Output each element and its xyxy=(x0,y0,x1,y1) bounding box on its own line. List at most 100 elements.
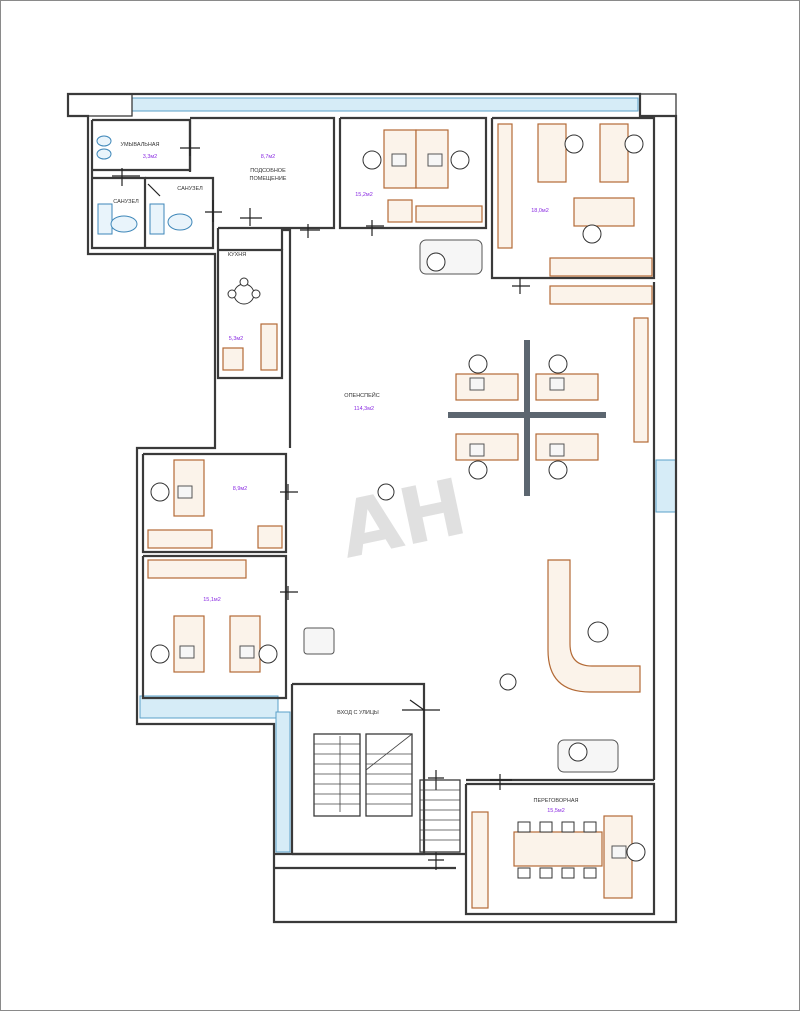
wall-shelf xyxy=(471,811,489,909)
meeting-room-furniture xyxy=(471,811,646,909)
counter xyxy=(260,323,278,371)
monitor-icon xyxy=(549,377,565,391)
room-label-kitchen: КУХНЯ xyxy=(228,252,246,258)
stair-flight xyxy=(365,733,413,817)
office-chair-icon xyxy=(624,134,644,154)
reception-desk xyxy=(547,559,641,693)
desk xyxy=(573,197,635,227)
desk xyxy=(455,433,519,461)
office-chair-icon xyxy=(548,460,568,480)
office-chair-icon xyxy=(564,134,584,154)
wall-shelf xyxy=(497,123,513,249)
room-area-office-left-1: 8,9м2 xyxy=(233,486,248,492)
chair-icon xyxy=(561,821,575,833)
sofa xyxy=(557,739,619,773)
kitchen-furniture xyxy=(222,277,278,371)
armchair xyxy=(303,627,335,655)
chair-icon xyxy=(517,821,531,833)
office-chair-icon xyxy=(468,460,488,480)
office-chair-icon xyxy=(468,354,488,374)
door-markers xyxy=(112,140,530,870)
room-label-utility-line2: ПОМЕЩЕНИЕ xyxy=(250,176,287,182)
window-right xyxy=(655,459,677,513)
interior-walls xyxy=(90,116,656,916)
desk xyxy=(535,433,599,461)
desk xyxy=(535,373,599,401)
office-left-2-furniture xyxy=(147,559,278,673)
window-stair xyxy=(275,711,291,853)
chair-icon xyxy=(583,821,597,833)
desk xyxy=(599,123,629,183)
cabinet xyxy=(257,525,283,549)
office-chair-icon xyxy=(626,842,646,862)
office-top-mid-furniture xyxy=(362,129,483,223)
office-left-1-furniture xyxy=(147,459,283,549)
wall-shelf xyxy=(633,317,649,443)
fridge xyxy=(222,347,244,371)
sink-icon xyxy=(96,135,112,147)
meeting-table xyxy=(513,831,603,867)
sink-icon xyxy=(96,148,112,160)
staircase xyxy=(313,733,461,853)
room-label-wc1: САНУЗЕЛ xyxy=(113,199,139,205)
office-chair-icon xyxy=(362,150,382,170)
partition xyxy=(524,340,530,496)
monitor-icon xyxy=(179,645,195,659)
stair-flight xyxy=(419,779,461,853)
chair-icon xyxy=(227,289,237,299)
monitor-icon xyxy=(611,845,627,859)
room-area-kitchen: 5,3м2 xyxy=(229,336,244,342)
desk xyxy=(173,615,205,673)
monitor-icon xyxy=(239,645,255,659)
person-icon xyxy=(426,252,446,272)
cabinet xyxy=(149,203,165,235)
toilet-icon xyxy=(110,215,138,233)
storage-shelf xyxy=(415,205,483,223)
column-top-right xyxy=(639,93,677,117)
watermark-logo: AH xyxy=(332,462,474,576)
room-area-office-top-mid: 15,2м2 xyxy=(355,192,373,198)
office-chair-icon xyxy=(258,644,278,664)
office-chair-icon xyxy=(150,644,170,664)
office-chair-icon xyxy=(450,150,470,170)
desk xyxy=(455,373,519,401)
cabinet xyxy=(387,199,413,223)
monitor-icon xyxy=(427,153,443,167)
office-chair-icon xyxy=(150,482,170,502)
room-area-washroom: 3,3м2 xyxy=(143,154,158,160)
monitor-icon xyxy=(391,153,407,167)
washroom-fixtures xyxy=(96,135,193,235)
person-icon xyxy=(499,673,517,691)
desk xyxy=(537,123,567,183)
monitor-icon xyxy=(469,377,485,391)
room-label-wc2: САНУЗЕЛ xyxy=(177,186,203,192)
desk xyxy=(229,615,261,673)
person-icon xyxy=(568,742,588,762)
chair-icon xyxy=(239,277,249,287)
office-chair-icon xyxy=(548,354,568,374)
room-label-meeting: ПЕРЕГОВОРНАЯ xyxy=(534,798,579,804)
person-icon xyxy=(587,621,609,643)
room-label-washroom: УМЫВАЛЬНАЯ xyxy=(120,142,159,148)
chair-icon xyxy=(517,867,531,879)
room-area-meeting: 15,5м2 xyxy=(547,808,565,814)
office-top-right-furniture xyxy=(497,123,653,305)
window-top xyxy=(131,97,639,112)
chair-icon xyxy=(583,867,597,879)
room-label-utility-line1: ПОДСОБНОЕ xyxy=(250,168,286,174)
office-chair-icon xyxy=(582,224,602,244)
storage-shelf xyxy=(549,257,653,277)
window-left-bottom xyxy=(139,695,279,719)
room-area-office-left-2: 15,1м2 xyxy=(203,597,221,603)
room-label-entrance: ВХОД С УЛИЦЫ xyxy=(337,710,379,716)
round-table xyxy=(233,283,255,305)
person-icon xyxy=(377,483,395,501)
monitor-icon xyxy=(469,443,485,457)
chair-icon xyxy=(561,867,575,879)
room-area-utility: 8,7м2 xyxy=(261,154,276,160)
column-top-left xyxy=(67,93,133,117)
chair-icon xyxy=(539,821,553,833)
chair-icon xyxy=(539,867,553,879)
room-label-open-space: ОПЕНСПЕЙС xyxy=(344,391,379,399)
